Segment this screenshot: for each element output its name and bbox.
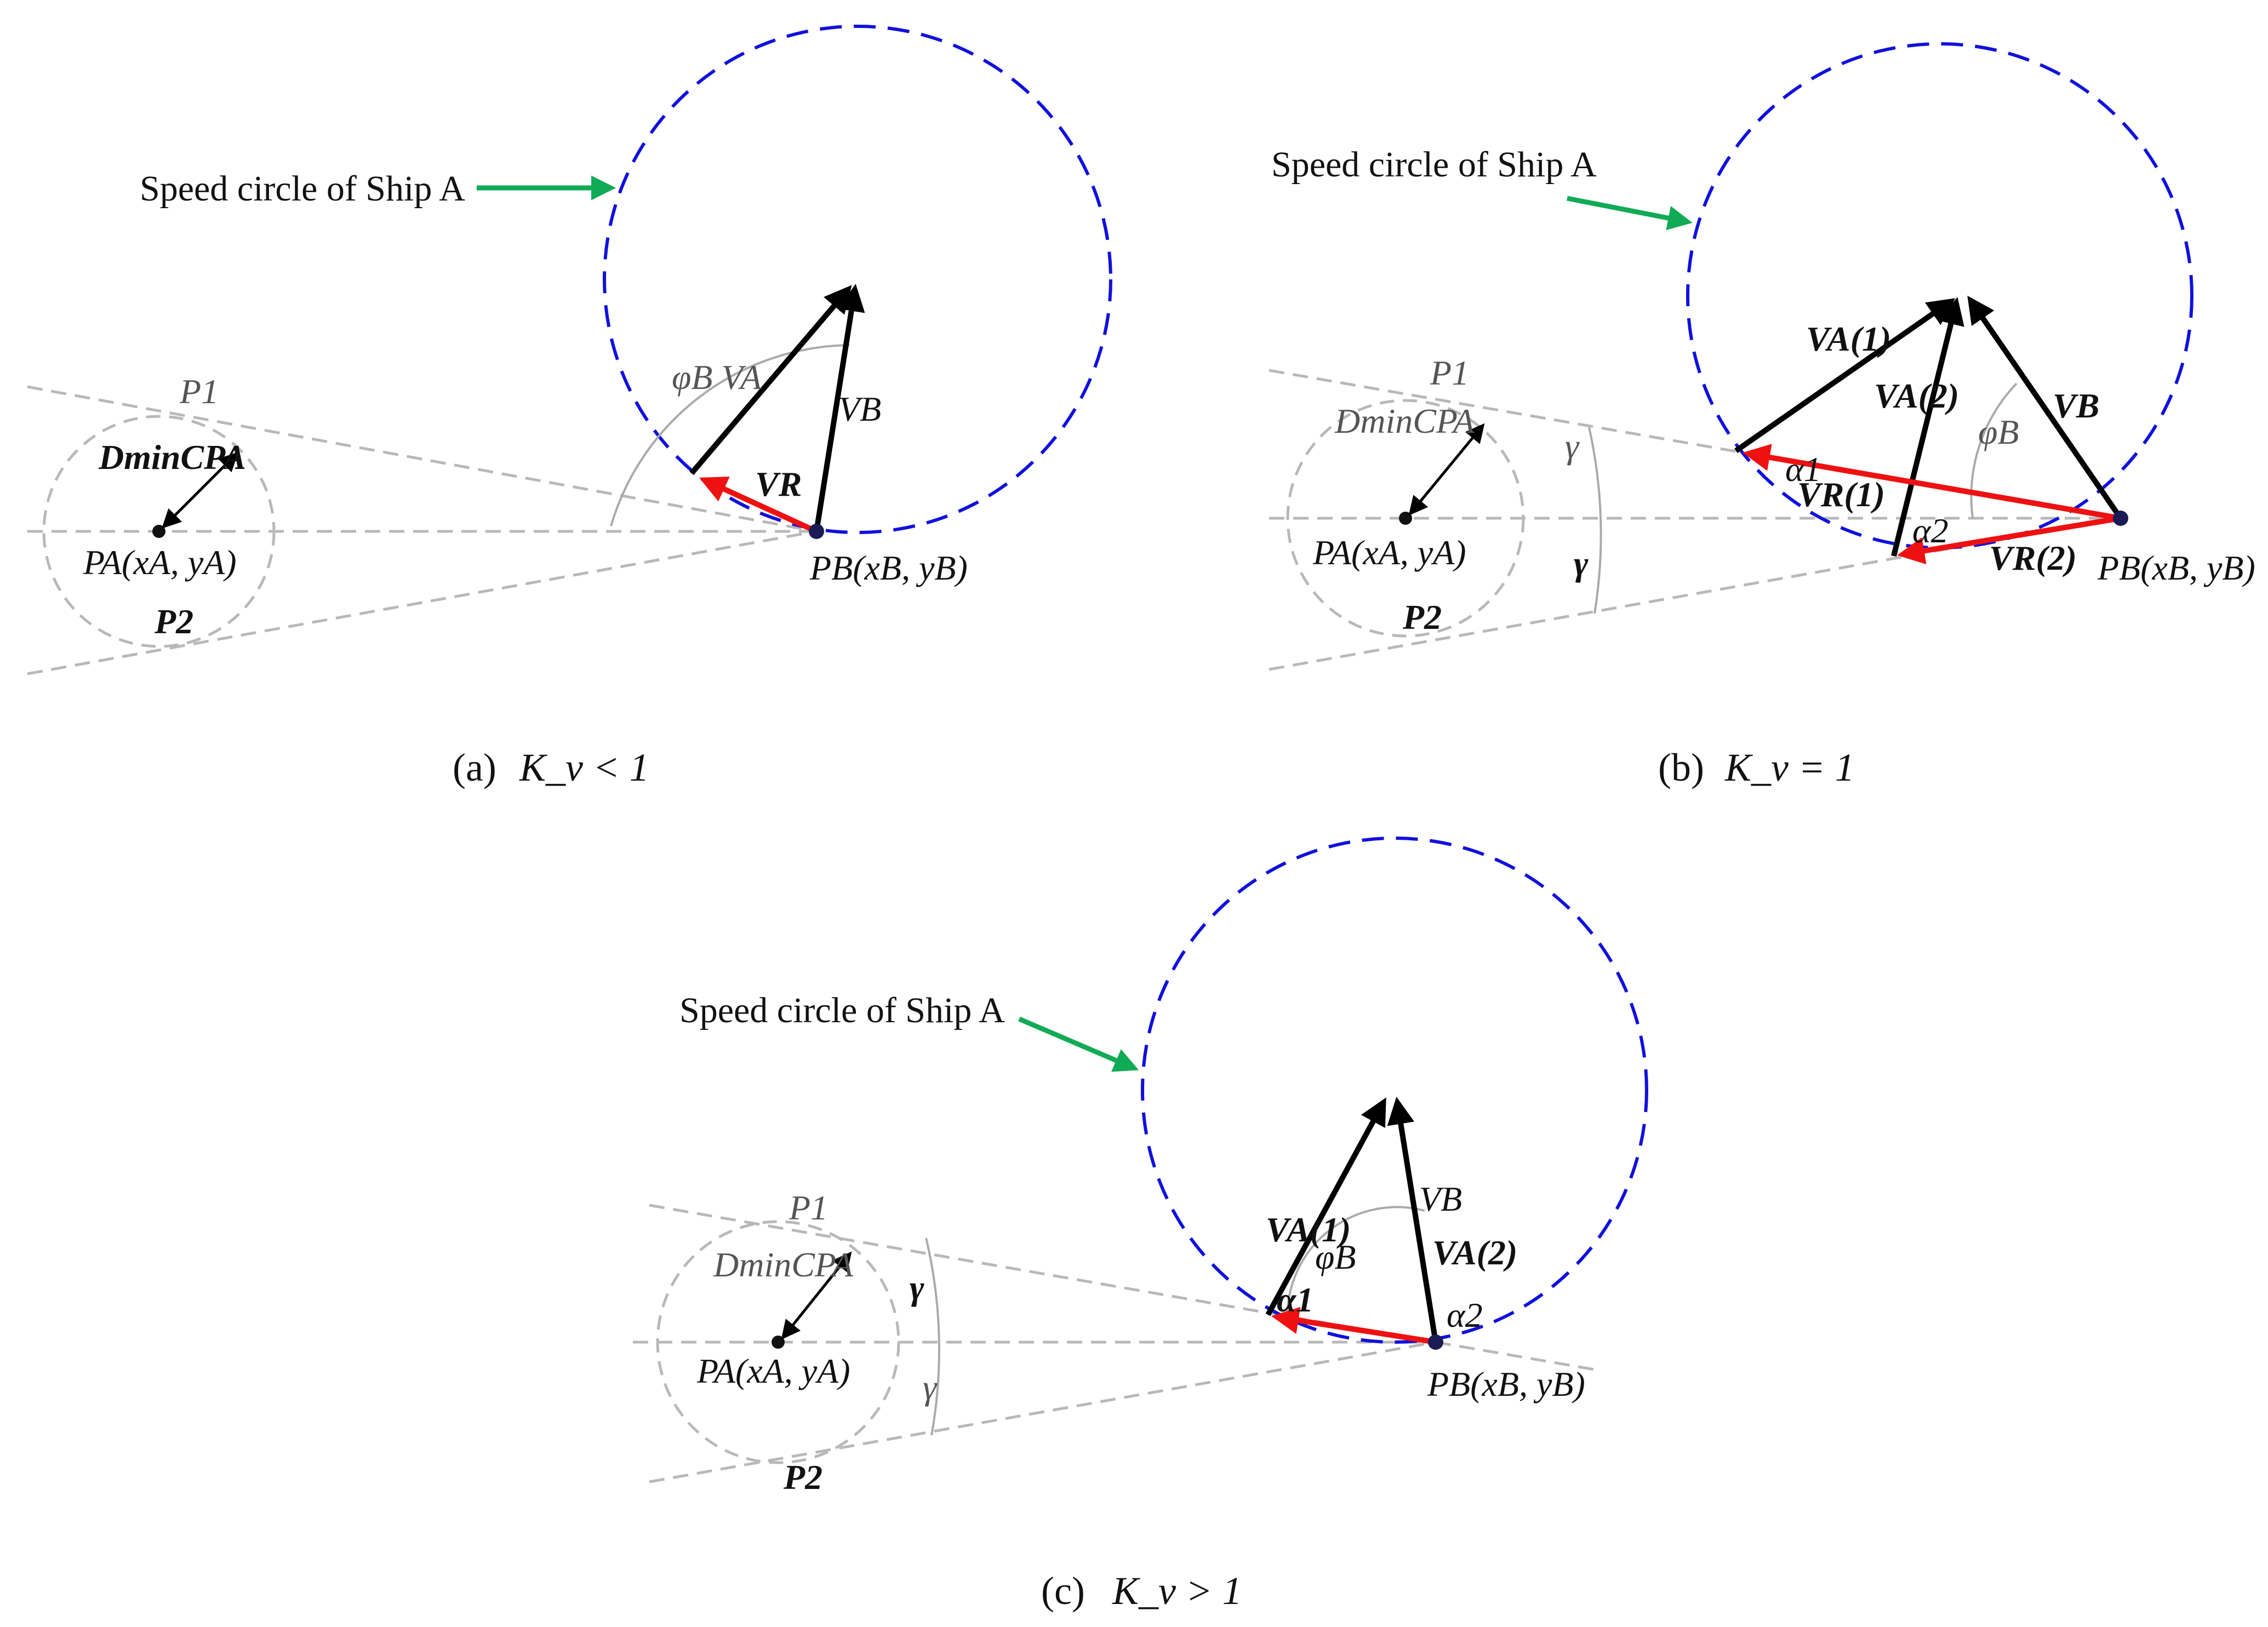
- speed-circle-ship-a: [1686, 42, 2193, 549]
- label-vb: VB: [2053, 386, 2099, 425]
- label-va2: VA(2): [1874, 376, 1959, 415]
- label-vr: VR: [755, 465, 802, 503]
- vector-vb: [1387, 1097, 1438, 1343]
- label-vr2: VR(2): [1989, 538, 2077, 577]
- panel-c: Speed circle of Ship A P1 P2 DminCPA PA(…: [633, 837, 1648, 1613]
- gamma-arc: [1588, 427, 1602, 614]
- safety-circle: [1286, 399, 1525, 638]
- safety-circle: [42, 415, 276, 648]
- caption-c-letter: (c): [1041, 1569, 1085, 1613]
- gamma-arc: [925, 1238, 940, 1436]
- vector-vr: [699, 476, 818, 534]
- caption-b-letter: (b): [1658, 746, 1704, 789]
- label-angle: φB VA: [672, 358, 762, 397]
- label-alpha1: α1: [1785, 450, 1821, 489]
- ship-b-point: [809, 524, 824, 539]
- label-d-min: DminCPA: [1334, 402, 1475, 440]
- label-alpha2: α2: [1447, 1296, 1483, 1334]
- label-vb: VB: [838, 389, 881, 428]
- label-gamma: γ: [1574, 544, 1589, 583]
- label-p1: P1: [1430, 353, 1469, 392]
- speed-circle-label: Speed circle of Ship A: [679, 990, 1005, 1030]
- vector-vb: [814, 284, 865, 532]
- vector-vr2: [1897, 515, 2121, 565]
- tangent-line-lower: [649, 1340, 1436, 1483]
- label-p1: P1: [789, 1188, 828, 1227]
- label-va2: VA(2): [1432, 1233, 1517, 1272]
- caption-a-condition: K_v < 1: [519, 746, 649, 789]
- label-pb: PB(xB, yB): [1427, 1365, 1585, 1403]
- d-min-arrow: [1408, 423, 1485, 516]
- caption-c-condition: K_v > 1: [1112, 1569, 1242, 1613]
- caption-b-condition: K_v = 1: [1724, 746, 1855, 789]
- label-phi: φB: [1315, 1238, 1356, 1276]
- tangent-line-upper: [27, 385, 817, 533]
- label-d-min: DminCPA: [713, 1245, 854, 1284]
- vector-va2: [1891, 297, 1964, 557]
- speed-circle-label: Speed circle of Ship A: [140, 169, 465, 209]
- label-p2: P2: [1402, 598, 1442, 637]
- phi-arc: [1286, 1206, 1425, 1326]
- label-pb: PB(xB, yB): [809, 548, 968, 587]
- vector-vr1: [1743, 444, 2121, 521]
- speed-circle-label: Speed circle of Ship A: [1271, 145, 1597, 185]
- d-min-arrow: [781, 1251, 852, 1340]
- label-p2: P2: [154, 602, 193, 641]
- d-min-arrow: [162, 452, 238, 529]
- safety-circle: [656, 1220, 900, 1464]
- label-p1: P1: [179, 372, 219, 411]
- label-vr1: VR(1): [1797, 475, 1885, 514]
- label-va1: VA(1): [1266, 1210, 1351, 1249]
- tangent-line-lower: [27, 530, 817, 675]
- speed-circle-pointer: [1567, 196, 1693, 231]
- ship-a-point: [772, 1336, 785, 1349]
- ship-a-point: [1399, 512, 1412, 525]
- label-pb: PB(xB, yB): [2097, 548, 2255, 587]
- speed-circle-ship-a: [603, 25, 1112, 534]
- speed-circle-pointer: [1018, 1016, 1139, 1072]
- label-gamma-small: γ: [923, 1368, 938, 1407]
- label-pa: PA(xA, yA): [696, 1351, 850, 1390]
- vector-va1: [1734, 298, 1956, 454]
- label-va1: VA(1): [1806, 319, 1891, 358]
- tangent-extension: [1435, 1340, 1595, 1371]
- panel-a: Speed circle of Ship A P1 P2 DminCPA PA(…: [27, 25, 1112, 789]
- label-p2: P2: [783, 1458, 822, 1497]
- label-pa: PA(xA, yA): [1312, 533, 1466, 572]
- panel-b: Speed circle of Ship A P1 P2 DminCPA PA(…: [1269, 42, 2255, 789]
- label-gamma-small: γ: [1565, 427, 1580, 466]
- caption-a-letter: (a): [453, 746, 496, 789]
- ship-b-point: [1428, 1334, 1443, 1350]
- label-vb: VB: [1419, 1179, 1462, 1218]
- vector-vb: [1967, 295, 2123, 520]
- label-alpha1: α1: [1277, 1280, 1313, 1319]
- ship-b-point: [2113, 511, 2128, 526]
- vector-va: [689, 285, 852, 476]
- vector-vr: [1271, 1307, 1436, 1345]
- label-pa: PA(xA, yA): [83, 543, 237, 582]
- speed-circle-ship-a: [1141, 837, 1648, 1344]
- label-phi: φB: [1978, 413, 2019, 451]
- phi-arc: [1970, 382, 2018, 518]
- ship-a-point: [152, 525, 165, 538]
- label-alpha2: α2: [1912, 511, 1949, 550]
- angle-arc: [610, 344, 850, 526]
- vector-va1: [1265, 1097, 1386, 1316]
- label-d-min: DminCPA: [98, 438, 246, 477]
- label-gamma: γ: [910, 1268, 924, 1307]
